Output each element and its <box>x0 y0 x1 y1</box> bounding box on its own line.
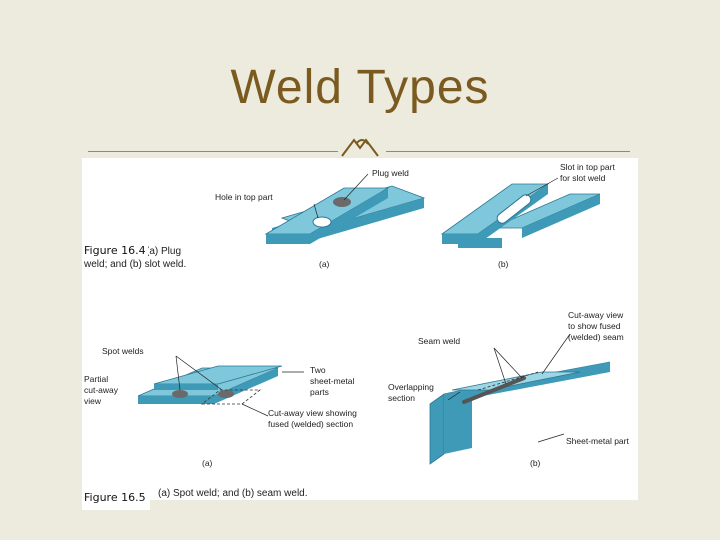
label-seam-weld: Seam weld <box>418 336 461 346</box>
label-16-4-a: (a) <box>319 259 330 269</box>
slide-title: Weld Types <box>230 61 490 114</box>
label-16-5-a: (a) <box>202 458 213 468</box>
figure-16-5-tag: Figure 16.5 <box>82 490 150 510</box>
label-two-2: sheet-metal <box>310 376 355 386</box>
figure-16-4-caption-line2: weld; and (b) slot weld. <box>84 259 187 270</box>
label-partial-1: Partial <box>84 374 109 384</box>
label-cav-2: to show fused <box>568 321 621 331</box>
label-hole-in-top-part: Hole in top part <box>215 192 273 202</box>
weld-figure-image: Plug weld Hole in top part Slot in top p… <box>82 158 638 500</box>
title-rule-right <box>386 151 630 152</box>
label-16-5-b: (b) <box>530 458 541 468</box>
label-overlap-2: section <box>388 393 415 403</box>
label-sheet-metal-part: Sheet-metal part <box>566 436 629 446</box>
label-cutaway-1: Cut-away view showing <box>268 408 357 418</box>
label-partial-3: view <box>84 396 102 406</box>
label-cutaway-2: fused (welded) section <box>268 419 354 429</box>
seam-weld-diagram <box>429 333 611 465</box>
figure-16-4-tag: Figure 16.4 <box>82 243 148 258</box>
label-plug-weld: Plug weld <box>372 168 409 178</box>
label-slot-line2: for slot weld <box>560 173 606 183</box>
flourish-icon <box>341 138 379 157</box>
figure-16-5-caption: (a) Spot weld; and (b) seam weld. <box>158 488 308 499</box>
label-cav-3: (welded) seam <box>568 332 624 342</box>
spot-weld-diagram <box>137 355 304 417</box>
slot-weld-diagram <box>440 177 601 248</box>
label-two-3: parts <box>310 387 329 397</box>
title-rule-left <box>88 151 338 152</box>
figure-16-4-caption-line1: (a) Plug <box>146 246 182 257</box>
label-partial-2: cut-away <box>84 385 119 395</box>
plug-weld-diagram <box>264 173 426 244</box>
label-overlap-1: Overlapping <box>388 382 434 392</box>
label-16-4-b: (b) <box>498 259 509 269</box>
weld-diagrams <box>137 173 611 465</box>
label-two-1: Two <box>310 365 326 375</box>
label-cav-1: Cut-away view <box>568 310 624 320</box>
label-slot-line1: Slot in top part <box>560 162 615 172</box>
label-spot-welds: Spot welds <box>102 346 144 356</box>
